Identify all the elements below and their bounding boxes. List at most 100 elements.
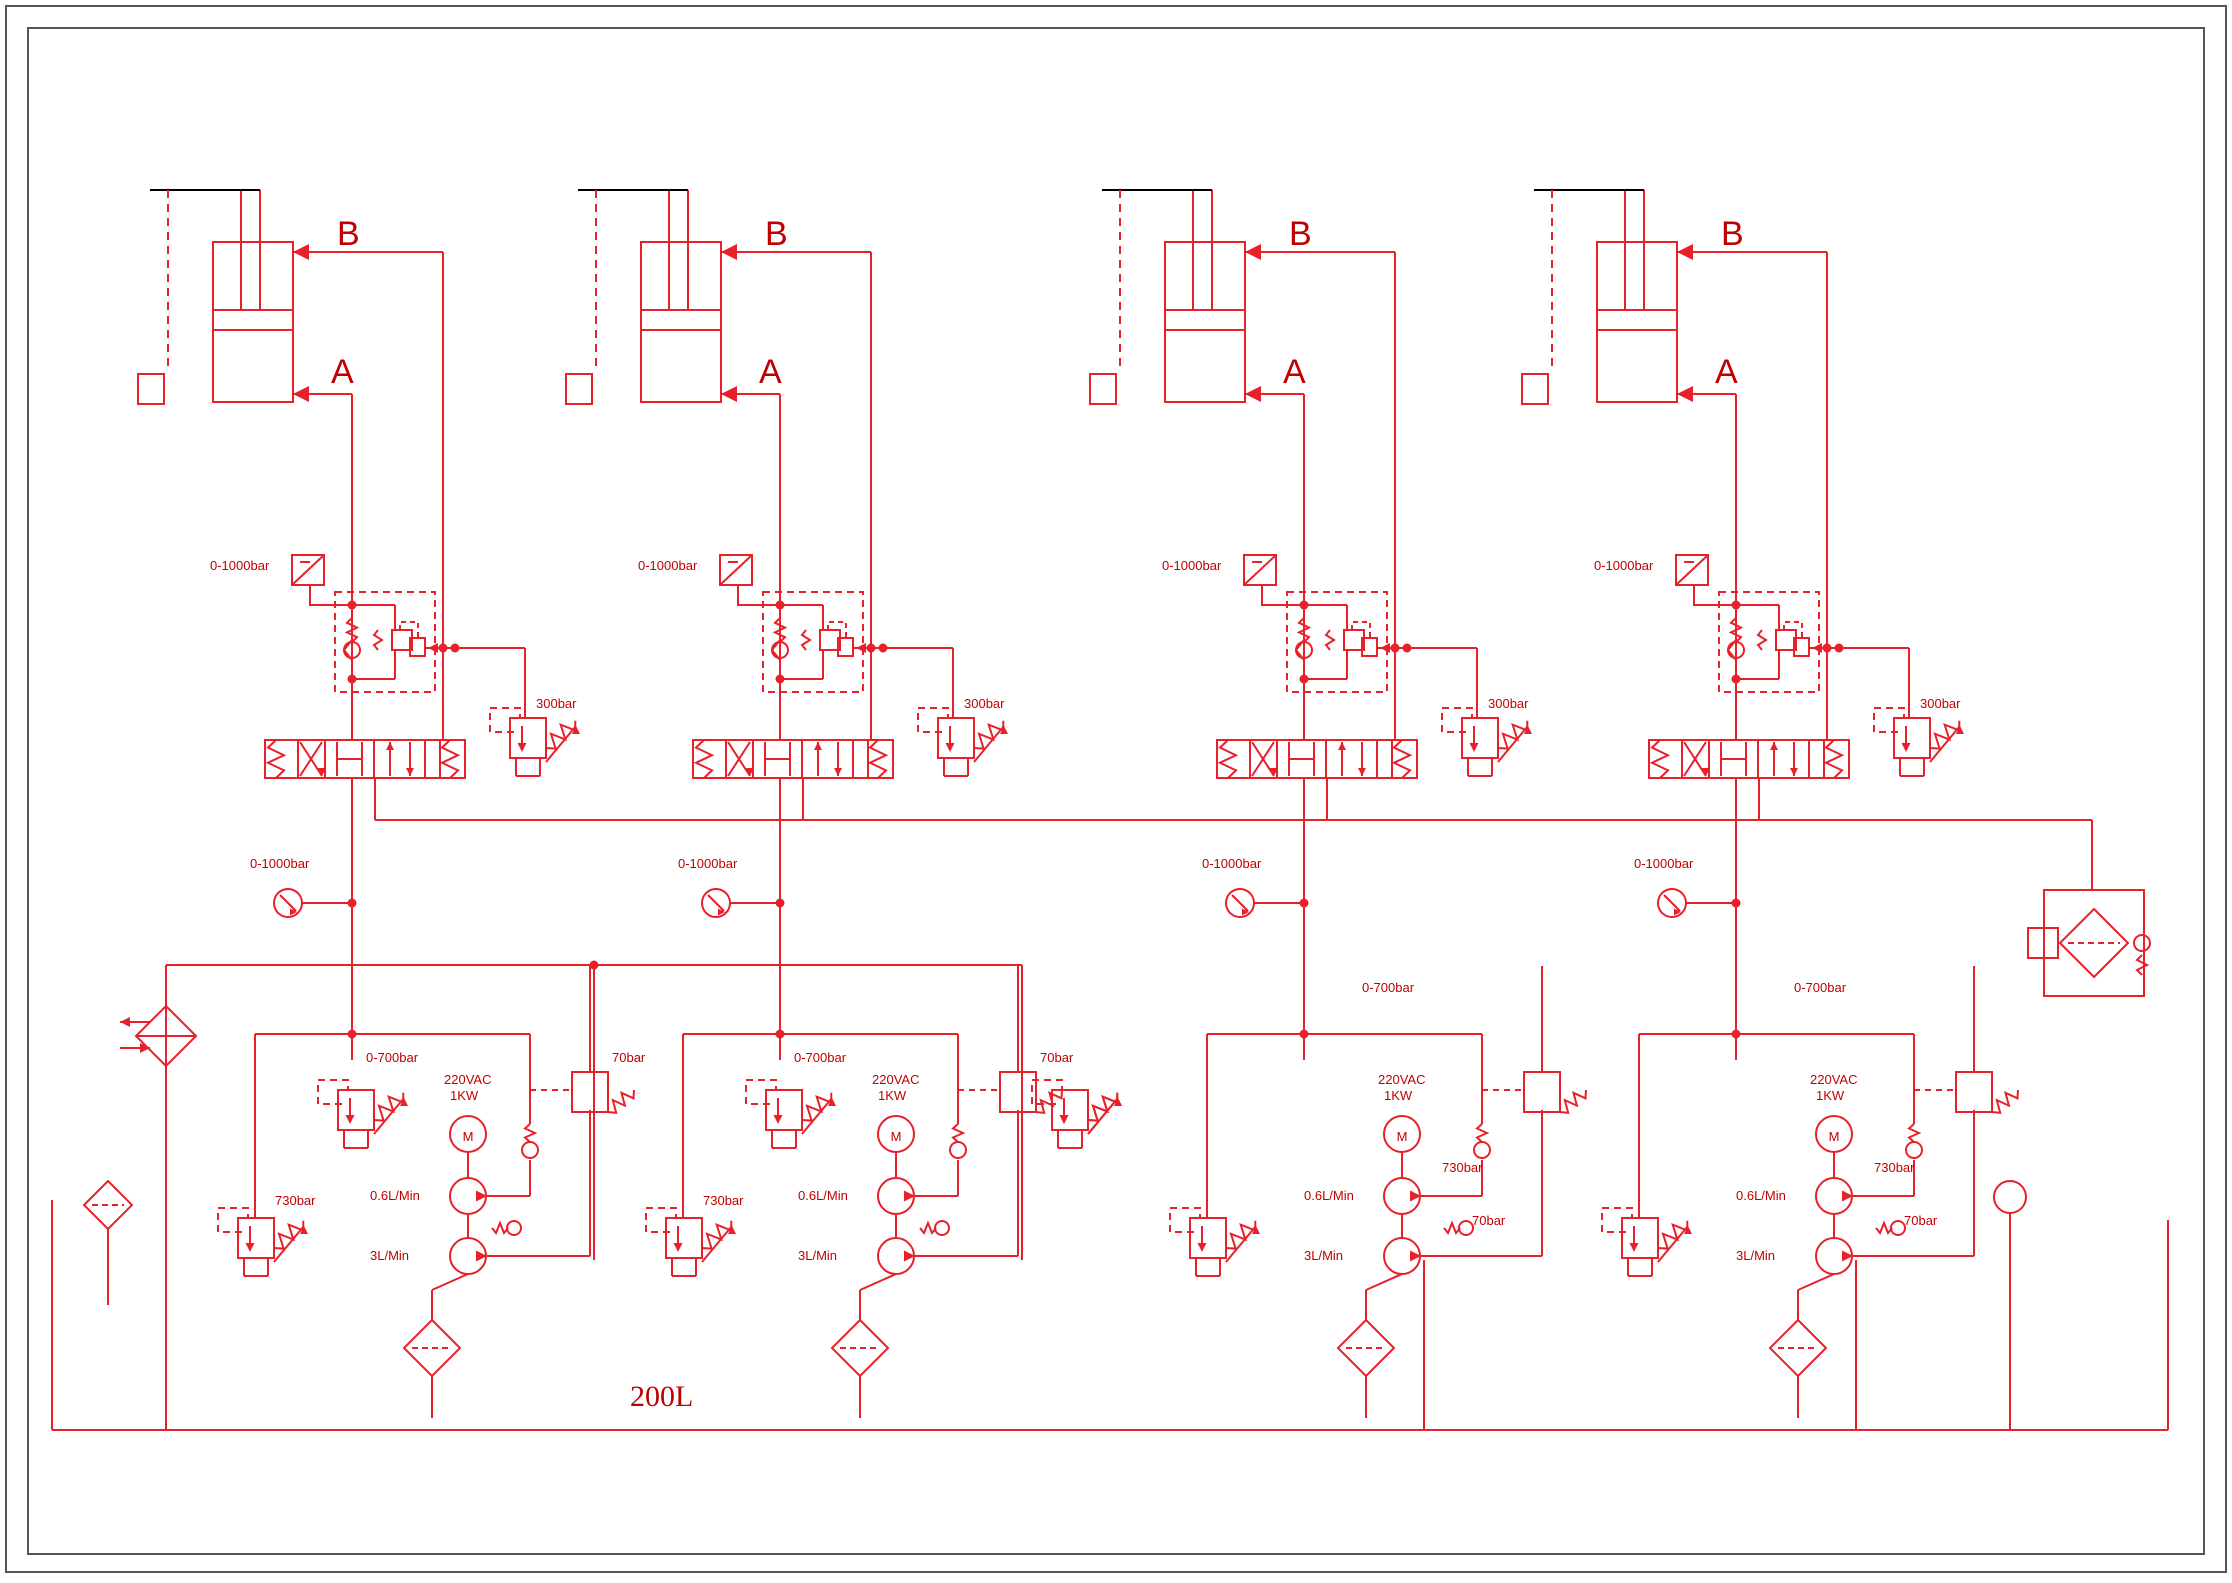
pilot-line <box>917 707 949 733</box>
relief-valve-body <box>237 1217 275 1259</box>
motor-power-label: 1KW <box>878 1088 907 1103</box>
clog-indicator <box>2027 927 2059 959</box>
arrowhead <box>1000 726 1008 734</box>
pilot-check-valve-block <box>1286 591 1412 700</box>
junction-dot <box>589 960 599 970</box>
relief-730-label: 730bar <box>1874 1160 1915 1175</box>
motor-symbol: M <box>891 1129 902 1144</box>
suction-filter-icon <box>1336 1318 1396 1378</box>
spring-symbol <box>344 617 360 643</box>
unloading-valve-icon <box>999 1071 1037 1113</box>
spring-symbol <box>1823 739 1845 779</box>
directional-valve-icon <box>1648 739 1850 779</box>
relief-valve-730bar <box>645 1207 736 1277</box>
arrowhead <box>245 1243 255 1252</box>
cylinder-icon <box>137 189 294 405</box>
spring-symbol <box>607 1090 635 1115</box>
unloading-label: 70bar <box>1904 1213 1938 1228</box>
tank-volume-label: 200L <box>630 1380 693 1413</box>
spring-symbol <box>1391 739 1413 779</box>
relief-valve-body <box>1893 717 1931 759</box>
arrowhead <box>318 768 326 776</box>
directional-valve-icon <box>1216 739 1418 779</box>
drawing-frame <box>5 5 2227 1573</box>
cylinder-icon <box>1089 189 1246 405</box>
pilot-line <box>1031 1079 1063 1105</box>
pump-unit: M220VAC1KW0.6L/Min3L/Min0-700bar70bar730… <box>1031 898 2019 1418</box>
spring-symbol <box>372 629 384 651</box>
pressure-switch-icon <box>1675 554 1709 586</box>
relief-valve-730bar <box>1601 1207 1692 1277</box>
relief-valve-0-700bar <box>745 1079 836 1149</box>
arrowhead <box>345 1115 355 1124</box>
relief-valve-730bar <box>217 1207 308 1277</box>
spring-symbol <box>867 739 889 779</box>
position-sensor <box>137 373 165 405</box>
spring-symbol <box>1875 1220 1893 1235</box>
unloading-label: 70bar <box>1472 1213 1506 1228</box>
spring-symbol <box>800 629 812 651</box>
arrowhead <box>1956 726 1964 734</box>
check-valve-low-icon <box>506 1220 522 1236</box>
flow-high-label: 0.6L/Min <box>1304 1188 1354 1203</box>
breather-filter-icon <box>82 1179 134 1231</box>
pilot-line <box>1169 1207 1201 1233</box>
arrowhead <box>1629 1243 1639 1252</box>
motor-power-label: 1KW <box>450 1088 479 1103</box>
relief-0-700-label: 0-700bar <box>794 1050 847 1065</box>
arrowhead <box>1790 768 1798 776</box>
air-cooler-icon <box>120 1004 198 1068</box>
arrowhead <box>904 1190 915 1202</box>
arrowhead <box>746 768 754 776</box>
arrowhead <box>400 1098 408 1106</box>
junction-dot <box>1731 898 1741 908</box>
spring-symbol <box>1035 1090 1063 1115</box>
relief-valve-300bar <box>489 707 580 777</box>
arrowhead <box>1674 908 1681 916</box>
pilot-check-valve-block <box>1718 591 1844 700</box>
spring-symbol <box>693 739 715 779</box>
arrowhead <box>120 1017 130 1027</box>
circuit-2: BA0-1000bar300bar0-1000barM220VAC1KW0.6L… <box>565 189 1074 1418</box>
circuit-3: BA0-1000bar300bar0-1000barM220VAC1KW0.6L… <box>1031 189 1587 1418</box>
motor-symbol: M <box>1829 1129 1840 1144</box>
relief-valve-body <box>509 717 547 759</box>
relief-0-700-label: 0-700bar <box>1794 980 1847 995</box>
pressure-switch-label: 0-1000bar <box>1162 558 1222 573</box>
arrowhead <box>140 1043 150 1053</box>
port-a-label: A <box>331 353 354 391</box>
relief-valve-300bar <box>917 707 1008 777</box>
arrowhead <box>1842 1190 1853 1202</box>
port-a-label: A <box>759 353 782 391</box>
circuit-4: BA0-1000bar300bar0-1000barM220VAC1KW0.6L… <box>1031 189 2019 1418</box>
relief-valve-0-700bar <box>1031 1079 1122 1149</box>
pressure-gauge-icon <box>273 888 303 918</box>
position-sensor <box>1521 373 1549 405</box>
port-b-label: B <box>337 215 360 253</box>
pilot-check-valve-block <box>334 591 460 700</box>
spring-symbol <box>1324 629 1336 651</box>
relief-valve-body <box>1621 1217 1659 1259</box>
cylinder-icon <box>1521 189 1678 405</box>
motor-power-label: 1KW <box>1384 1088 1413 1103</box>
flow-low-label: 3L/Min <box>1736 1248 1775 1263</box>
arrowhead <box>1684 1226 1692 1234</box>
flow-high-label: 0.6L/Min <box>798 1188 848 1203</box>
pump-unit: M220VAC1KW0.6L/Min3L/Min0-700bar70bar730… <box>1031 898 1587 1418</box>
relief-valve-body <box>937 717 975 759</box>
pilot-line <box>317 1079 349 1105</box>
position-sensor <box>565 373 593 405</box>
spring-symbol <box>1559 1090 1587 1115</box>
relief-300-label: 300bar <box>536 696 577 711</box>
arrowhead <box>718 908 725 916</box>
arrowhead <box>1901 743 1911 752</box>
relief-300-label: 300bar <box>964 696 1005 711</box>
arrowhead <box>673 1243 683 1252</box>
unloading-label: 70bar <box>1040 1050 1074 1065</box>
arrowhead <box>1252 1226 1260 1234</box>
arrowhead <box>1524 726 1532 734</box>
pilot-line <box>489 707 521 733</box>
